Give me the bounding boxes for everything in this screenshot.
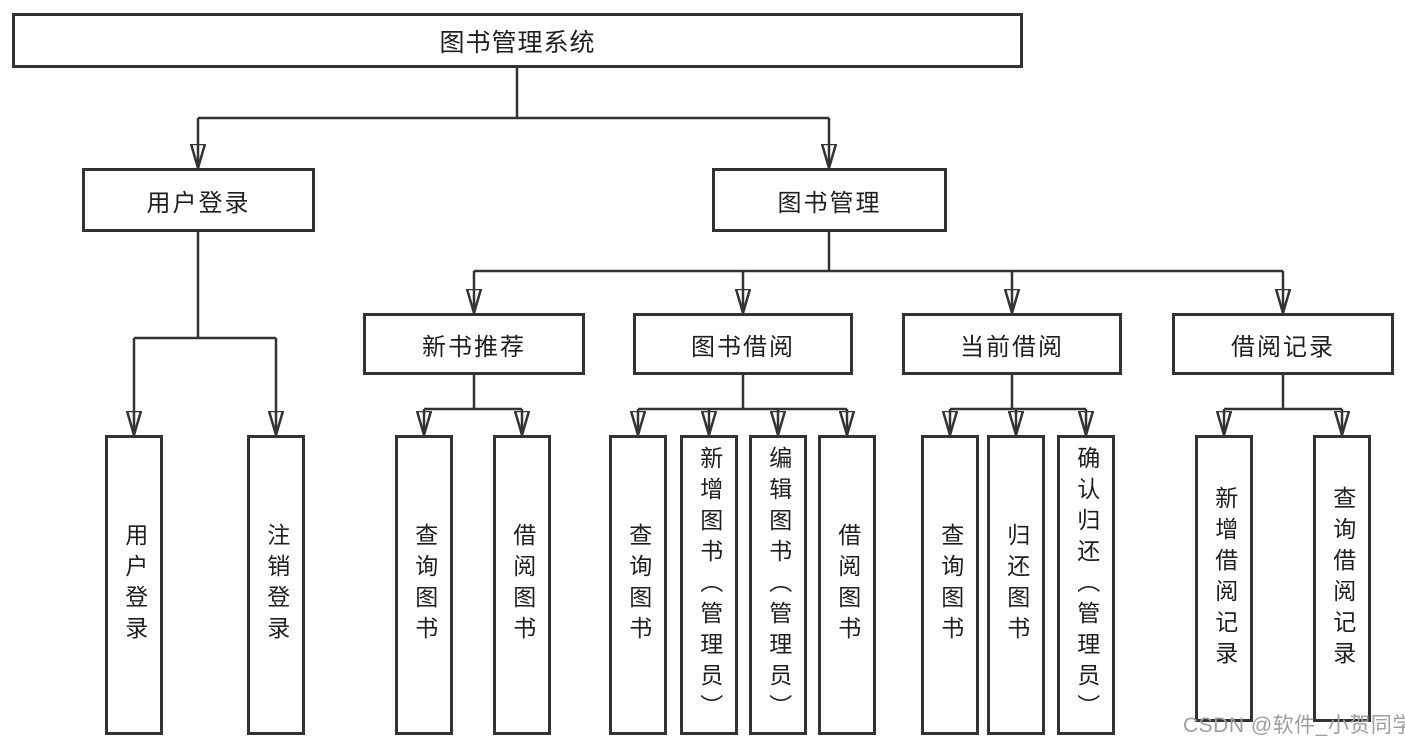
- leaf-borrow-query-books: 查询图书: [609, 435, 667, 735]
- node-root: 图书管理系统: [12, 13, 1023, 68]
- csdn-watermark: CSDN @软件_小贺同学: [1183, 714, 1405, 737]
- leaf-recommend-query-books: 查询图书: [395, 435, 453, 735]
- leaf-records-add-record: 新增借阅记录: [1195, 435, 1253, 722]
- node-user-login: 用户登录: [82, 168, 315, 232]
- leaf-current-query-books: 查询图书: [921, 435, 979, 735]
- leaf-borrow-borrow-books: 借阅图书: [818, 435, 876, 735]
- leaf-recommend-borrow-books: 借阅图书: [493, 435, 551, 735]
- leaf-current-confirm-return-admin: 确认归还（管理员）: [1057, 435, 1115, 735]
- node-new-book-recommendation: 新书推荐: [363, 313, 585, 375]
- node-book-borrowing: 图书借阅: [633, 313, 853, 375]
- node-book-management: 图书管理: [712, 168, 947, 232]
- leaf-borrow-edit-books-admin: 编辑图书（管理员）: [749, 435, 807, 735]
- connector-trunks: [134, 68, 1342, 411]
- leaf-user-login: 用户登录: [105, 435, 163, 735]
- node-borrowing-records: 借阅记录: [1172, 313, 1394, 375]
- leaf-borrow-add-books-admin: 新增图书（管理员）: [680, 435, 738, 735]
- leaf-logout: 注销登录: [247, 435, 305, 735]
- leaf-records-query-record: 查询借阅记录: [1313, 435, 1371, 722]
- leaf-current-return-books: 归还图书: [987, 435, 1045, 735]
- node-current-borrowing: 当前借阅: [902, 313, 1122, 375]
